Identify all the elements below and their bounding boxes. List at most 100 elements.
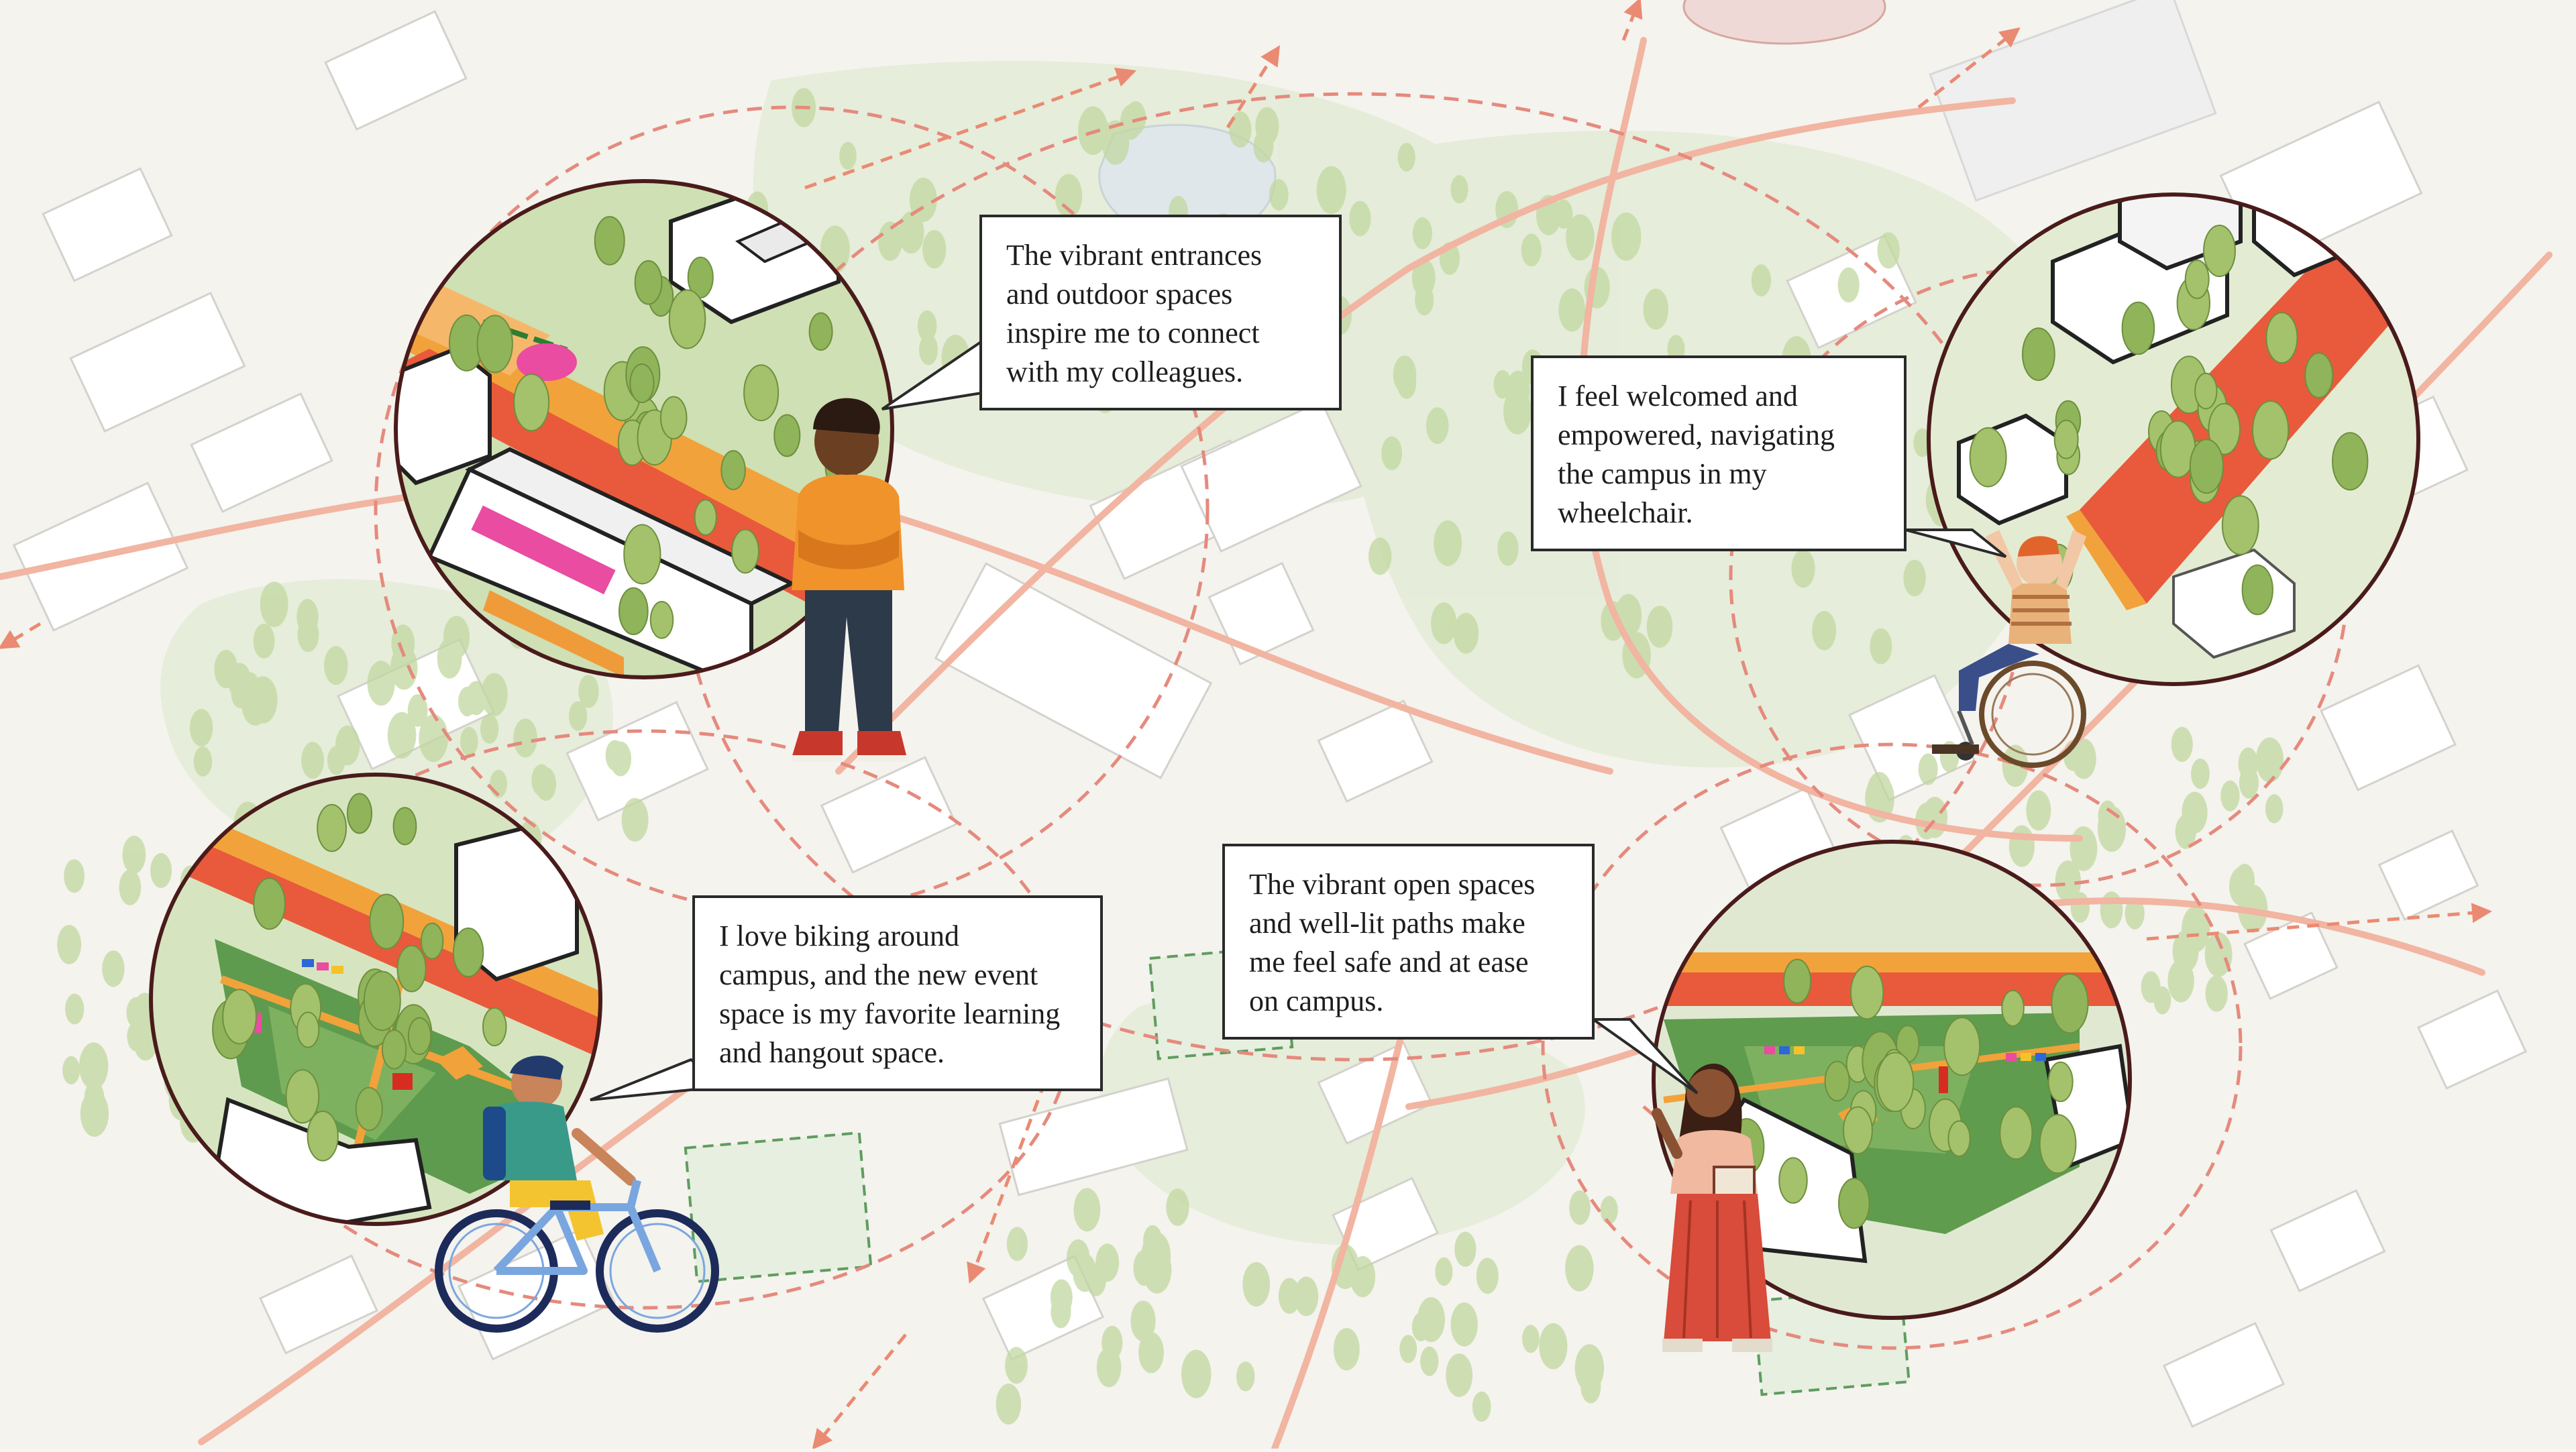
tree-icon	[1850, 965, 1884, 1020]
tree-icon	[102, 950, 125, 987]
tree-icon	[2332, 432, 2369, 491]
tree-icon	[480, 673, 508, 717]
tree-icon	[1130, 1300, 1156, 1342]
tree-icon	[80, 1091, 109, 1137]
tree-icon	[2252, 400, 2290, 460]
tree-icon	[649, 601, 674, 639]
tree-icon	[1278, 1278, 1301, 1314]
tree-icon	[369, 893, 405, 950]
quote-bubble-wheelchair: I feel welcomed and empowered, navigatin…	[1531, 355, 1907, 551]
person-woman-with-bag	[1652, 1063, 1772, 1352]
tree-icon	[307, 1111, 339, 1162]
tree-icon	[1453, 612, 1479, 654]
tree-icon	[659, 396, 688, 440]
tree-icon	[2175, 815, 2196, 849]
tree-icon	[2008, 825, 2035, 867]
tree-icon	[1472, 1391, 1491, 1422]
tree-icon	[1055, 174, 1083, 219]
bubble-tails	[590, 340, 2007, 1101]
tree-icon	[214, 650, 238, 689]
tree-icon	[127, 1021, 146, 1052]
tree-icon	[476, 315, 513, 374]
tree-icon	[618, 587, 649, 635]
tree-icon	[1412, 217, 1433, 249]
tree-icon	[301, 742, 325, 779]
person-standing-man	[792, 398, 908, 762]
tree-icon	[594, 216, 625, 266]
tree-icon	[119, 869, 142, 905]
tree-icon	[1565, 1245, 1594, 1292]
tree-icon	[1138, 1332, 1164, 1374]
tree-icon	[452, 928, 484, 978]
tree-icon	[2125, 897, 2145, 930]
tree-icon	[64, 859, 85, 893]
tree-icon	[390, 645, 418, 690]
tree-icon	[2053, 419, 2079, 459]
tree-icon	[605, 740, 625, 771]
tree-icon	[189, 709, 213, 747]
tree-icon	[407, 694, 428, 727]
tree-icon	[1837, 267, 1860, 303]
tree-icon	[2055, 860, 2082, 903]
tree-icon	[2026, 790, 2051, 831]
tree-icon	[65, 993, 85, 1025]
tree-icon	[253, 877, 286, 930]
tree-icon	[2241, 564, 2273, 616]
tree-icon	[2184, 259, 2210, 299]
tree-icon	[1454, 1231, 1477, 1267]
tree-icon	[623, 524, 661, 585]
tree-icon	[1506, 370, 1530, 410]
person-wheelchair-user	[1932, 530, 2086, 768]
tree-icon	[1415, 284, 1434, 316]
tree-icon	[694, 499, 717, 536]
tree-icon	[2265, 312, 2298, 364]
tree-icon	[2039, 1114, 2077, 1174]
tree-icon	[323, 646, 348, 685]
detail-circle-accessible-route	[1927, 192, 2420, 686]
tree-icon	[1368, 537, 1392, 575]
tree-icon	[392, 807, 417, 846]
tree-icon	[78, 1042, 109, 1090]
tree-icon	[2021, 327, 2055, 381]
tree-icon	[1999, 1106, 2033, 1160]
tree-icon	[1783, 958, 1812, 1004]
tree-icon	[387, 712, 417, 759]
tree-icon	[260, 581, 288, 628]
tree-icon	[731, 528, 759, 574]
tree-icon	[1006, 1227, 1028, 1262]
tree-icon	[1446, 1353, 1473, 1398]
tree-icon	[2255, 737, 2284, 783]
tree-icon	[2220, 780, 2240, 812]
tree-icon	[1434, 520, 1462, 567]
tree-icon	[1381, 436, 1403, 470]
tree-icon	[2002, 744, 2029, 787]
tree-icon	[1842, 1106, 1873, 1155]
tree-icon	[634, 260, 663, 305]
tree-icon	[2189, 439, 2224, 494]
tree-icon	[407, 1017, 432, 1056]
tree-icon	[629, 363, 655, 404]
tree-icon	[327, 746, 345, 775]
tree-icon	[2239, 767, 2259, 799]
tree-icon	[1569, 1190, 1591, 1225]
tree-icon	[297, 1011, 320, 1048]
tree-icon	[877, 221, 903, 262]
tree-icon	[367, 661, 395, 706]
tree-icon	[1791, 549, 1815, 588]
tree-icon	[1554, 199, 1573, 229]
tree-icon	[1333, 1328, 1360, 1371]
tree-icon	[720, 450, 746, 490]
tree-icon	[1918, 753, 1938, 785]
quote-bubble-entrances: The vibrant entrances and outdoor spaces…	[979, 215, 1342, 410]
tree-icon	[1646, 606, 1673, 648]
quote-bubble-open-spaces: The vibrant open spaces and well-lit pat…	[1222, 844, 1595, 1040]
tree-icon	[2100, 891, 2123, 929]
tree-icon	[420, 922, 444, 960]
tree-icon	[1102, 1325, 1123, 1360]
tree-icon	[1539, 1323, 1568, 1370]
quote-text: The vibrant open spaces and well-lit pat…	[1249, 868, 1536, 1017]
tree-icon	[2001, 989, 2025, 1027]
tree-icon	[1349, 201, 1371, 237]
tree-icon	[2172, 930, 2199, 972]
tree-icon	[285, 1069, 320, 1124]
